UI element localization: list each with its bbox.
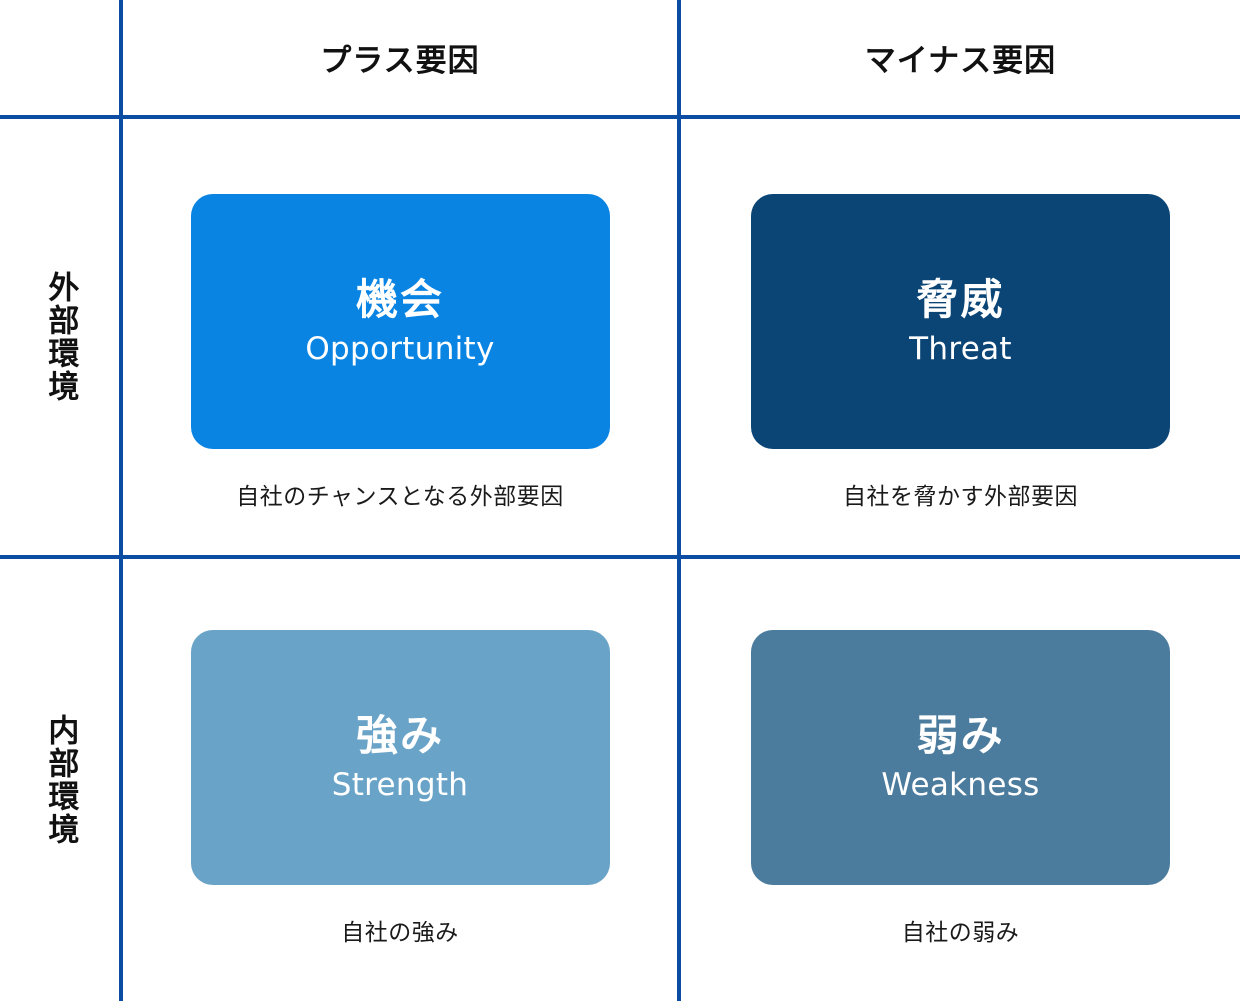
threat-title-en: Threat xyxy=(909,330,1012,367)
threat-caption: 自社を脅かす外部要因 xyxy=(843,484,1078,510)
column-header-positive-factors: プラス要因 xyxy=(320,43,480,79)
quadrant-strength: 強み Strength 自社の強み xyxy=(123,559,677,1001)
opportunity-title-en: Opportunity xyxy=(305,330,495,367)
quadrant-opportunity: 機会 Opportunity 自社のチャンスとなる外部要因 xyxy=(123,119,677,555)
strength-title-ja: 強み xyxy=(355,711,444,761)
row-label-internal-environment-text: 内部環境 xyxy=(42,714,79,846)
grid-divider-horizontal-top xyxy=(0,115,1240,119)
row-label-external-environment-text: 外部環境 xyxy=(42,271,79,403)
strength-caption: 自社の強み xyxy=(341,920,459,946)
grid-divider-vertical-left xyxy=(119,0,123,1001)
threat-title-ja: 脅威 xyxy=(916,275,1005,325)
quadrant-weakness: 弱み Weakness 自社の弱み xyxy=(681,559,1240,1001)
weakness-title-ja: 弱み xyxy=(916,711,1005,761)
row-label-external-environment: 外部環境 xyxy=(0,119,119,555)
weakness-title-en: Weakness xyxy=(881,766,1040,803)
strength-title-en: Strength xyxy=(331,766,469,803)
opportunity-card[interactable]: 機会 Opportunity xyxy=(190,194,610,449)
row-label-internal-environment: 内部環境 xyxy=(0,559,119,1001)
weakness-caption: 自社の弱み xyxy=(901,920,1020,946)
weakness-card[interactable]: 弱み Weakness xyxy=(751,630,1170,885)
grid-divider-horizontal-middle xyxy=(0,555,1240,559)
strength-card[interactable]: 強み Strength xyxy=(190,630,610,885)
threat-card[interactable]: 脅威 Threat xyxy=(751,194,1170,449)
grid-divider-vertical-right xyxy=(677,0,681,1001)
opportunity-title-ja: 機会 xyxy=(355,275,444,325)
quadrant-threat: 脅威 Threat 自社を脅かす外部要因 xyxy=(681,119,1240,555)
column-header-negative-factors: マイナス要因 xyxy=(864,43,1057,79)
opportunity-caption: 自社のチャンスとなる外部要因 xyxy=(236,484,564,510)
